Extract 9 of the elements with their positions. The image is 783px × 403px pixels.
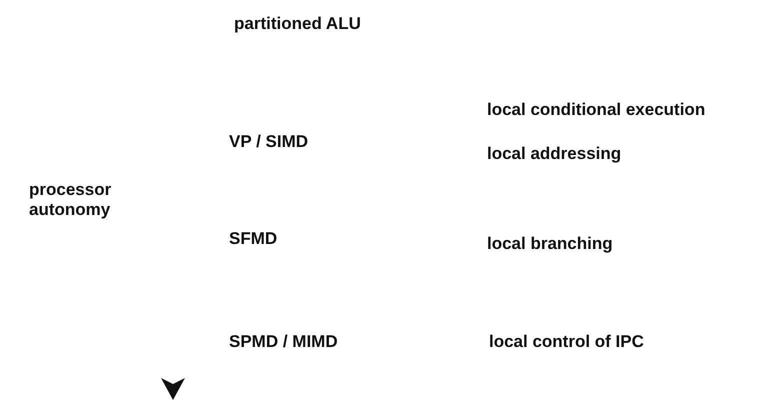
category-label: partitioned ALU <box>234 14 361 34</box>
feature-label: local addressing <box>487 144 622 164</box>
feature-label: local control of IPC <box>489 332 644 352</box>
feature-label: local conditional execution <box>487 100 706 120</box>
category-label: VP / SIMD <box>229 132 308 152</box>
axis-label: processor autonomy <box>29 180 112 220</box>
feature-label: local branching <box>487 234 613 254</box>
category-label: SPMD / MIMD <box>229 332 338 352</box>
category-label: SFMD <box>229 229 278 249</box>
